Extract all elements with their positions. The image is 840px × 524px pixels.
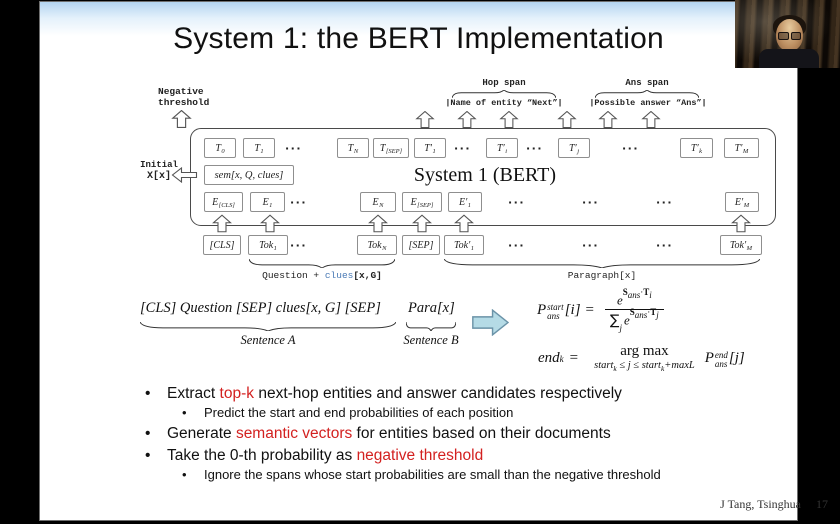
footer-page-number: 17 bbox=[816, 497, 828, 511]
negative-threshold-label: Negative threshold bbox=[158, 86, 210, 108]
hop-entity-label: |Name of entity “Next”| bbox=[445, 98, 563, 108]
bullet-icon: • bbox=[145, 447, 151, 464]
up-arrow-icon bbox=[642, 111, 660, 128]
ellipsis: ··· bbox=[582, 196, 600, 209]
input-box-tokp1: Tok′1 bbox=[444, 235, 484, 255]
ellipsis: ··· bbox=[508, 196, 526, 209]
ans-span-brace bbox=[595, 90, 699, 98]
input-box-cls: [CLS] bbox=[203, 235, 241, 255]
up-arrow-icon bbox=[558, 111, 576, 128]
bullet-extract-topk: • Extract top-k next-hop entities and an… bbox=[145, 385, 622, 402]
question-brace bbox=[249, 259, 395, 268]
token-box-tpi: T′i bbox=[486, 138, 518, 158]
ellipsis: ··· bbox=[526, 142, 544, 155]
bullet-icon: • bbox=[145, 425, 151, 442]
ans-answer-label: |Possible answer “Ans”| bbox=[589, 98, 707, 108]
sentence-b-brace bbox=[406, 322, 456, 331]
footer-author: J Tang, Tsinghua bbox=[720, 497, 801, 511]
embed-box-ep1: E′1 bbox=[448, 192, 482, 212]
up-arrow-icon bbox=[416, 111, 434, 128]
up-arrow-icon bbox=[412, 214, 432, 233]
ellipsis: ··· bbox=[656, 196, 674, 209]
token-box-tpj: T′j bbox=[558, 138, 590, 158]
presenter-face bbox=[776, 19, 803, 51]
token-box-tpm: T′M bbox=[724, 138, 759, 158]
ellipsis: ··· bbox=[454, 142, 472, 155]
sentence-b-tokens: Para[x] bbox=[408, 300, 455, 316]
up-arrow-icon bbox=[731, 214, 751, 233]
bullet-predict-probabilities: • Predict the start and end probabilitie… bbox=[182, 405, 514, 420]
question-segment-label: Question + clues[x,G] bbox=[262, 270, 382, 281]
bullet-icon: • bbox=[182, 405, 187, 420]
bullet-icon: • bbox=[182, 467, 187, 482]
sentence-b-label: Sentence B bbox=[403, 333, 459, 347]
presenter-shirt bbox=[759, 49, 819, 68]
embed-box-ecls: E[CLS] bbox=[204, 192, 243, 212]
token-box-tsep: T[SEP] bbox=[373, 138, 409, 158]
ellipsis: ··· bbox=[582, 239, 600, 252]
embed-box-esep: E[SEP] bbox=[402, 192, 442, 212]
ellipsis: ··· bbox=[508, 239, 526, 252]
left-arrow-icon bbox=[171, 167, 198, 183]
input-box-tokpm: Tok′M bbox=[720, 235, 762, 255]
input-box-sep: [SEP] bbox=[402, 235, 440, 255]
bullet-semantic-vectors: • Generate semantic vectors for entities… bbox=[145, 425, 611, 442]
token-box-tpk: T′k bbox=[680, 138, 713, 158]
up-arrow-icon bbox=[500, 111, 518, 128]
sentence-a-tokens: [CLS] Question [SEP] clues[x, G] [SEP] bbox=[140, 300, 381, 316]
ans-span-label: Ans span bbox=[625, 78, 669, 88]
glasses-icon bbox=[778, 32, 801, 40]
ellipsis: ··· bbox=[285, 142, 303, 155]
hop-span-brace bbox=[452, 90, 556, 98]
paragraph-segment-label: Paragraph[x] bbox=[567, 270, 637, 281]
presenter-webcam[interactable] bbox=[735, 0, 840, 68]
paragraph-brace bbox=[444, 259, 760, 268]
up-arrow-icon bbox=[454, 214, 474, 233]
sem-box: sem[x, Q, clues] bbox=[204, 165, 294, 185]
up-arrow-icon bbox=[368, 214, 388, 233]
ellipsis: ··· bbox=[656, 239, 674, 252]
sentence-a-brace bbox=[140, 322, 396, 331]
right-block-arrow-icon bbox=[472, 309, 509, 336]
ellipsis: ··· bbox=[290, 239, 308, 252]
bullet-ignore-spans: • Ignore the spans whose start probabili… bbox=[182, 467, 661, 482]
up-arrow-icon bbox=[172, 110, 191, 128]
up-arrow-icon bbox=[212, 214, 232, 233]
presentation-slide: System 1: the BERT Implementation Negati… bbox=[40, 2, 828, 520]
sentence-a-label: Sentence A bbox=[240, 333, 296, 347]
bullet-icon: • bbox=[145, 385, 151, 402]
up-arrow-icon bbox=[599, 111, 617, 128]
ellipsis: ··· bbox=[622, 142, 640, 155]
ellipsis: ··· bbox=[290, 196, 308, 209]
up-arrow-icon bbox=[260, 214, 280, 233]
token-box-tp1: T′1 bbox=[414, 138, 446, 158]
embed-box-epm: E′M bbox=[725, 192, 759, 212]
slide-title: System 1: the BERT Implementation bbox=[173, 22, 664, 55]
up-arrow-icon bbox=[458, 111, 476, 128]
bullet-negative-threshold: • Take the 0-th probability as negative … bbox=[145, 447, 484, 464]
system-label: System 1 (BERT) bbox=[413, 164, 557, 186]
slide-footer: J Tang, Tsinghua 17 bbox=[660, 497, 828, 512]
initial-label: Initial X[x] bbox=[140, 160, 178, 182]
hop-span-label: Hop span bbox=[482, 78, 526, 88]
